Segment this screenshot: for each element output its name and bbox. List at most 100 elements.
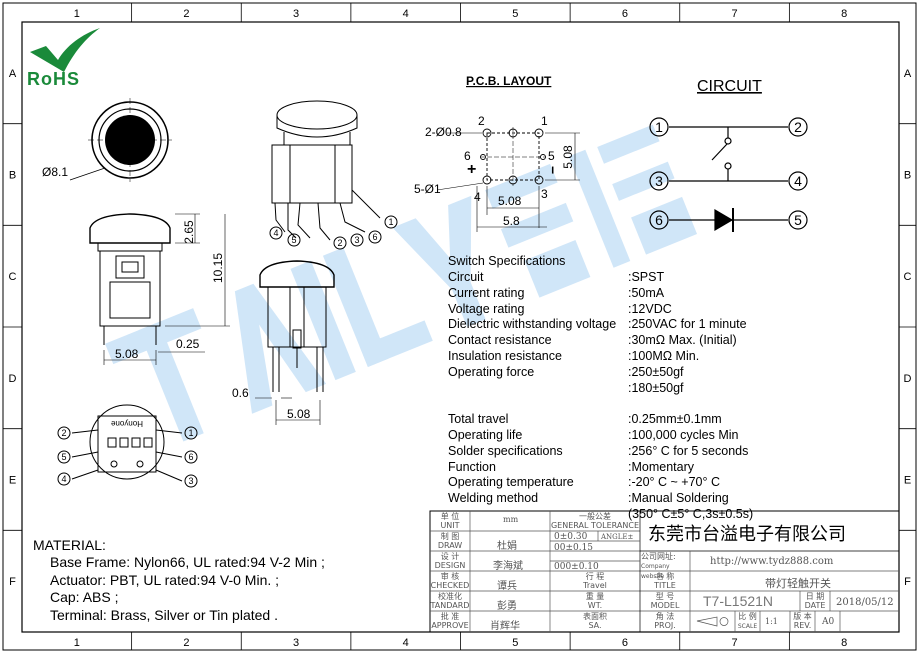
tb-unit-value: mm [503,515,519,524]
spec-value: :0.25mm±0.1mm [628,412,722,427]
spec-value: :180±50gf [628,380,684,395]
iso-pin-6: 6 [372,232,377,242]
grid-col-label-bottom: 1 [74,637,80,649]
grid-col-label-top: 8 [841,8,847,20]
grid-row-label-right: B [904,170,911,182]
spec-value: :256° C for 5 seconds [628,443,749,458]
grid-row-label-left: D [9,373,17,385]
pcb-hole-small: 2-Ø0.8 [425,125,462,139]
tb-tol-1: 0±0.30 [554,532,588,542]
circuit-node-4: 4 [794,173,802,189]
side-view [255,260,335,425]
circuit-node-2: 2 [794,119,802,135]
bottom-pin-labels: 2 5 4 1 6 3 [61,428,193,486]
pcb-pin-3: 3 [541,187,548,201]
grid-row-label-left: E [9,475,16,487]
grid-col-label-bottom: 6 [622,637,628,649]
grid-row-label-left: A [9,68,17,80]
circuit-title: CIRCUIT [697,78,762,95]
grid-row-label-left: C [9,271,17,283]
grid-col-label-bottom: 2 [183,637,189,649]
tb-check-value: 谭兵 [497,581,517,592]
pcb-dim-w: 5.08 [498,194,522,208]
iso-pin-4: 4 [273,228,278,238]
isometric-view [269,100,398,250]
iso-pin-2: 2 [337,238,342,248]
tb-draw-value: 杜娟 [497,541,517,552]
watermark-text: TAIYI 台溢 [440,370,445,373]
spec-label: Operating temperature [448,475,574,490]
dim-pin-pitch: 5.08 [287,407,311,421]
grid-col-label-top: 6 [622,8,628,20]
tb-date-value: 2018/05/12 [836,597,894,608]
circuit-diagram [649,117,808,232]
grid-row-label-left: B [9,170,16,182]
material-heading: MATERIAL: [33,537,106,553]
spec-value: :SPST [628,270,665,284]
spec-value: :Momentary [628,459,694,474]
grid-ticks [3,3,916,650]
pcb-pin-5: 5 [548,149,555,163]
iso-pin-3: 3 [354,235,359,245]
dim-offset: 0.25 [176,337,200,351]
dim-cap-height: 2.65 [182,220,196,244]
tb-website-label: 公司网址:Company website [641,552,676,580]
pcb-title: P.C.B. LAYOUT [466,74,552,88]
spec-value: :100MΩ Min. [628,348,700,363]
grid-col-label-top: 5 [512,8,518,20]
top-view: Ø8.1 [42,98,172,182]
front-view [89,213,230,365]
spec-label: Welding method [448,491,539,506]
circuit-node-3: 3 [655,173,663,189]
watermark [105,124,698,442]
pcb-pin-2: 2 [478,114,485,128]
pcb-layout [436,127,580,232]
grid-col-label-bottom: 8 [841,637,847,649]
bottom-brand: Honyone [110,419,143,428]
spec-value: :30mΩ Max. (Initial) [628,333,737,348]
spec-label: Contact resistance [448,333,552,348]
spec-value: :250VAC for 1 minute [628,317,747,332]
grid-row-label-right: F [904,576,911,588]
spec-label: Insulation resistance [448,348,562,363]
spec-label: Operating force [448,364,535,379]
grid-col-label-top: 1 [74,8,80,20]
tb-design-value: 李海斌 [493,561,523,572]
spec-value: :12VDC [628,301,672,316]
pcb-pin-4: 4 [474,190,481,204]
dim-width: 5.08 [115,347,139,361]
pcb-dim-h: 5.08 [561,145,575,169]
dim-total-height: 10.15 [211,253,225,283]
bottom-pin-5: 5 [61,452,66,462]
spec-value: :-20° C ~ +70° C [628,475,720,490]
material-item: Base Frame: Nylon66, UL rated:94 V-2 Min… [50,554,325,570]
isometric-pin-labels: 1 4 5 2 3 6 [273,217,393,248]
grid-row-label-right: D [904,373,912,385]
tb-tol-3: 000±0.10 [554,562,599,572]
grid-col-label-top: 7 [732,8,738,20]
dim-diameter: Ø8.1 [42,165,68,179]
grid-col-label-bottom: 7 [732,637,738,649]
tb-title-value: 带灯轻触开关 [765,577,831,590]
grid-col-label-bottom: 5 [512,637,518,649]
tb-tol-1b: ANGLE± [601,533,634,541]
iso-pin-1: 1 [388,217,393,227]
grid-col-label-bottom: 3 [293,637,299,649]
spec-label: Circuit [448,270,484,284]
material-item: Cap: ABS ; [50,589,119,605]
spec-label: Voltage rating [448,301,525,316]
